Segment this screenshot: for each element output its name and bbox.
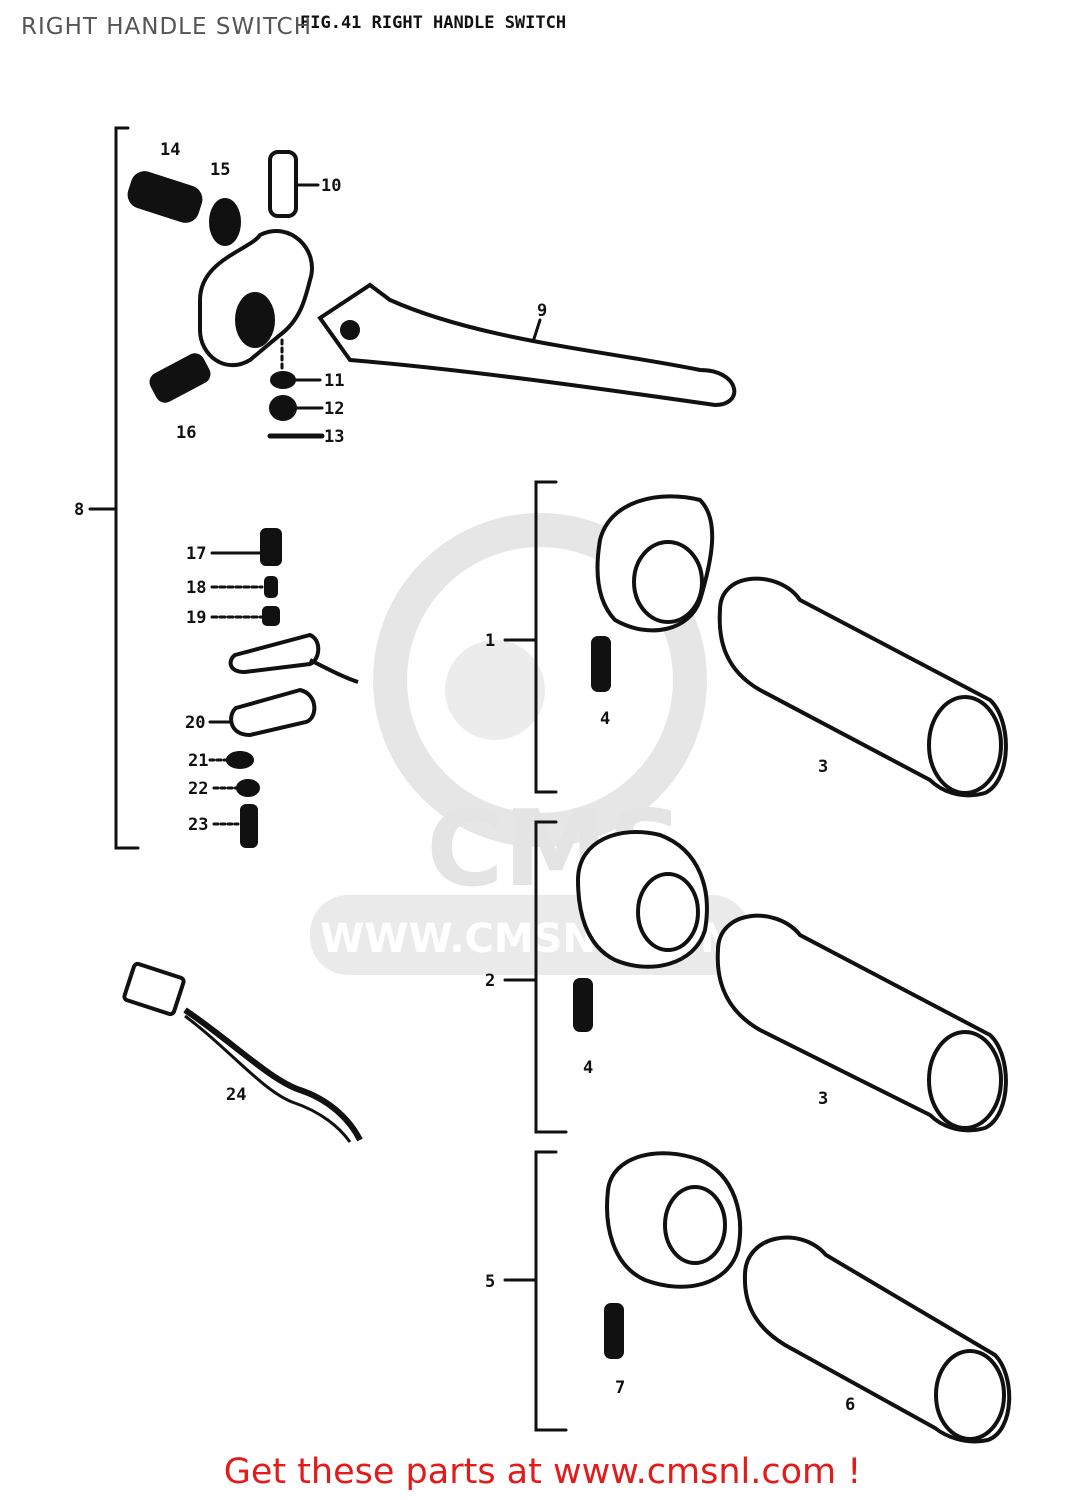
callout-17: 17 <box>186 544 206 564</box>
callout-22: 22 <box>188 779 208 799</box>
washer-15 <box>209 198 241 246</box>
callout-20: 20 <box>185 713 205 733</box>
brake-lever <box>317 282 737 408</box>
callout-11: 11 <box>324 371 344 391</box>
page-title: RIGHT HANDLE SWITCH <box>21 14 313 40</box>
callout-3a: 3 <box>818 757 828 777</box>
contact-plate <box>228 632 321 675</box>
lever-assembly <box>127 150 737 421</box>
callout-4b: 4 <box>583 1058 593 1078</box>
callout-16: 16 <box>176 423 196 443</box>
callout-1: 1 <box>485 631 495 651</box>
grip-assembly-2 <box>573 830 1008 1133</box>
grip-assembly-5 <box>604 1151 1012 1444</box>
screw-4a <box>591 636 611 692</box>
callout-13: 13 <box>324 427 344 447</box>
callout-18: 18 <box>186 578 206 598</box>
callout-4a: 4 <box>600 709 610 729</box>
bracket-2 <box>534 820 568 1134</box>
callout-labels: 1 2 3 3 4 4 5 6 7 8 9 10 11 12 13 14 15 … <box>74 140 855 1415</box>
bracket-8 <box>114 126 140 850</box>
callout-6: 6 <box>845 1395 855 1415</box>
screw-17 <box>260 528 282 566</box>
bolt-10 <box>268 150 298 218</box>
callout-10: 10 <box>321 176 341 196</box>
connector <box>122 961 186 1017</box>
bracket-1 <box>534 480 558 794</box>
screw-4b <box>573 978 593 1032</box>
callout-2: 2 <box>485 971 495 991</box>
screw-7 <box>604 1303 624 1359</box>
callout-21: 21 <box>188 751 208 771</box>
callout-12: 12 <box>324 399 344 419</box>
callout-9: 9 <box>537 301 547 321</box>
switch-base-20 <box>229 687 317 738</box>
cable-24 <box>122 961 363 1143</box>
bolt-16 <box>149 353 211 403</box>
callout-19: 19 <box>186 608 206 628</box>
callout-7: 7 <box>615 1378 625 1398</box>
grip-assembly-1 <box>591 494 1008 798</box>
callout-5: 5 <box>485 1272 495 1292</box>
callout-24: 24 <box>226 1085 246 1105</box>
callout-3b: 3 <box>818 1089 828 1109</box>
callout-8: 8 <box>74 500 84 520</box>
callout-14: 14 <box>160 140 180 160</box>
small-parts <box>226 528 359 848</box>
bolt-14 <box>127 171 203 223</box>
callout-23: 23 <box>188 815 208 835</box>
footer-link[interactable]: Get these parts at www.cmsnl.com ! <box>223 1452 862 1492</box>
diagram-header: FIG.41 RIGHT HANDLE SWITCH <box>300 13 566 33</box>
bracket-5 <box>534 1150 568 1432</box>
callout-15: 15 <box>210 160 230 180</box>
